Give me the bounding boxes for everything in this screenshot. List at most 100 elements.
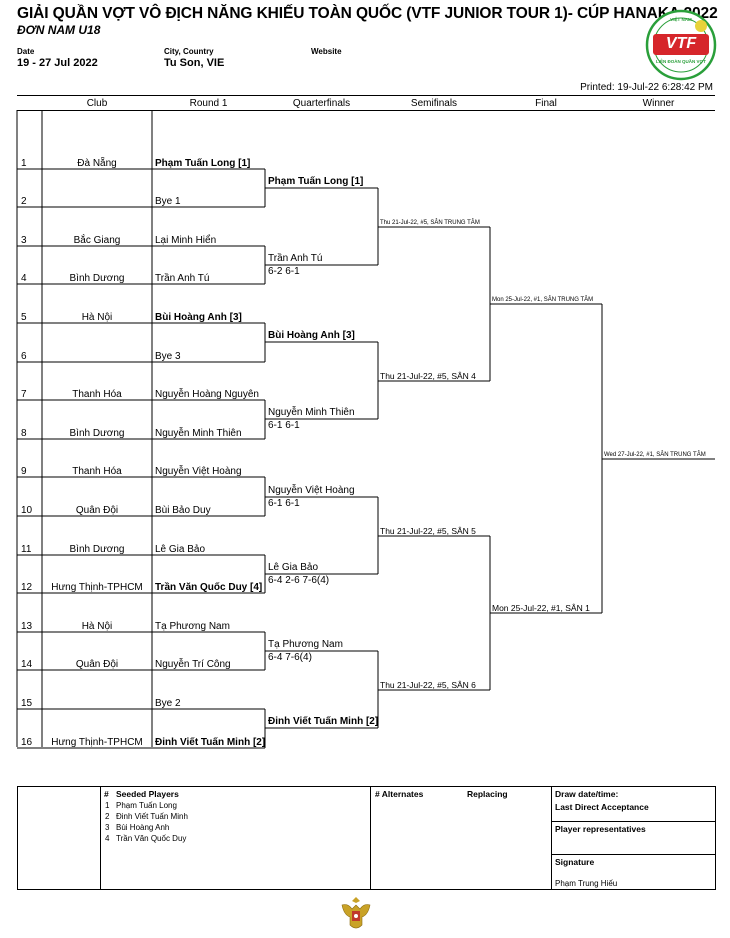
round1-player: Tạ Phương Nam [155,621,230,632]
city-value: Tu Son, VIE [164,57,225,69]
draw-date-label: Draw date/time: [555,789,619,799]
event-subtitle: ĐƠN NAM U18 [17,23,101,37]
qf-score: 6-1 6-1 [268,498,300,509]
seed-player-name: Bùi Hoàng Anh [116,823,170,832]
emblem-icon [336,893,376,933]
draw-number: 6 [21,351,27,362]
draw-number: 2 [21,196,27,207]
signer-name: Phạm Trung Hiếu [555,879,618,888]
winner-schedule: Wed 27-Jul-22, #1, SÂN TRUNG TÂM [604,452,706,458]
sf-schedule: Thu 21-Jul-22, #5, SÂN 6 [380,680,476,690]
sf-schedule: Thu 21-Jul-22, #5, SÂN 5 [380,526,476,536]
qf-player: Phạm Tuấn Long [1] [268,176,364,187]
col-final: Final [535,98,557,109]
club-name: Quân Đội [75,505,119,516]
club-name: Hà Nội [81,621,113,632]
club-name: Hưng Thịnh-TPHCM [51,582,143,593]
vtf-logo-graphic [645,9,717,81]
draw-number: 7 [21,389,27,400]
seed-number: 4 [105,834,110,843]
round1-player: Bye 3 [155,351,181,362]
col-winner: Winner [642,98,675,109]
round1-player: Lại Minh Hiển [155,235,217,246]
col-quarterfinals: Quarterfinals [292,98,351,109]
qf-score: 6-4 7-6(4) [268,652,312,663]
vtf-logo-caption: LIÊN ĐOÀN QUẦN VỢT [655,59,707,64]
last-direct-label: Last Direct Acceptance [555,802,649,812]
qf-player: Tạ Phương Nam [268,639,343,650]
club-name: Thanh Hóa [72,389,122,400]
seed-number: 3 [105,823,110,832]
round1-player: Bùi Bảo Duy [155,505,211,516]
col-semifinals: Semifinals [410,98,458,109]
seed-number: 2 [105,812,110,821]
footer-divider [551,821,715,822]
printed-timestamp: Printed: 19-Jul-22 6:28:42 PM [580,82,713,93]
tournament-title: GIẢI QUẦN VỢT VÔ ĐỊCH NĂNG KHIẾU TOÀN QU… [17,5,718,22]
qf-player: Trần Anh Tú [268,253,323,264]
final-schedule: Mon 25-Jul-22, #1, SÂN 1 [492,603,590,613]
alternates-title: # Alternates [375,789,424,799]
qf-player: Đinh Viết Tuấn Minh [2] [268,716,379,727]
round1-player: Nguyễn Việt Hoàng [155,466,242,477]
round1-player: Nguyễn Trí Công [155,659,231,670]
club-name: Quân Đội [75,659,119,670]
round1-player: Bye 2 [155,698,181,709]
header-divider [17,110,715,111]
col-club: Club [86,98,108,109]
sf-schedule: Thu 21-Jul-22, #5, SÂN TRUNG TÂM [380,220,480,226]
club-name: Bình Dương [69,544,125,555]
vtf-logo: VTF VIỆT NAM LIÊN ĐOÀN QUẦN VỢT [645,9,717,81]
qf-player: Nguyễn Việt Hoàng [268,485,355,496]
emblem-graphic [341,897,371,929]
round1-player: Phạm Tuấn Long [1] [155,158,251,169]
footer-box [17,786,716,890]
footer-divider [100,786,101,889]
signature-label: Signature [555,857,595,867]
draw-number: 13 [21,621,33,632]
qf-player: Bùi Hoàng Anh [3] [268,330,355,341]
date-label: Date [17,47,35,56]
vtf-logo-top: VIỆT NAM [670,17,692,22]
draw-number: 4 [21,273,27,284]
qf-player: Lê Gia Bảo [268,562,319,573]
footer-divider [551,854,715,855]
seed-player-name: Phạm Tuấn Long [116,801,177,810]
qf-score: 6-4 2-6 7-6(4) [268,575,330,586]
club-name: Đà Nẵng [77,158,117,169]
draw-number: 10 [21,505,33,516]
seed-player-name: Trần Văn Quốc Duy [116,834,187,843]
header-divider [17,95,715,96]
draw-number: 3 [21,235,27,246]
qf-score: 6-2 6-1 [268,266,300,277]
round1-player: Lê Gia Bảo [155,544,206,555]
date-value: 19 - 27 Jul 2022 [17,57,98,69]
round1-player: Bùi Hoàng Anh [3] [155,312,242,323]
club-name: Thanh Hóa [72,466,122,477]
seed-number: 1 [105,801,110,810]
draw-number: 5 [21,312,27,323]
replacing-title: Replacing [467,789,508,799]
club-name: Hưng Thịnh-TPHCM [51,737,143,748]
footer-divider [551,786,552,889]
vtf-logo-text: VTF [665,35,697,52]
club-name: Bình Dương [69,273,125,284]
club-name: Bắc Giang [73,235,121,246]
draw-number: 16 [21,737,33,748]
city-label: City, Country [164,47,214,56]
sf-schedule: Thu 21-Jul-22, #5, SÂN 4 [380,371,476,381]
seed-hash: # [104,789,109,799]
club-name: Hà Nội [81,312,113,323]
qf-score: 6-1 6-1 [268,420,300,431]
col-round1: Round 1 [189,98,228,109]
round1-player: Bye 1 [155,196,181,207]
final-schedule: Mon 25-Jul-22, #1, SÂN TRUNG TÂM [492,297,594,303]
draw-number: 15 [21,698,33,709]
round1-player: Trần Văn Quốc Duy [4] [155,582,263,593]
website-label: Website [311,47,342,56]
round1-player: Nguyễn Minh Thiên [155,428,242,439]
draw-number: 8 [21,428,27,439]
draw-number: 9 [21,466,27,477]
draw-number: 11 [21,544,32,555]
